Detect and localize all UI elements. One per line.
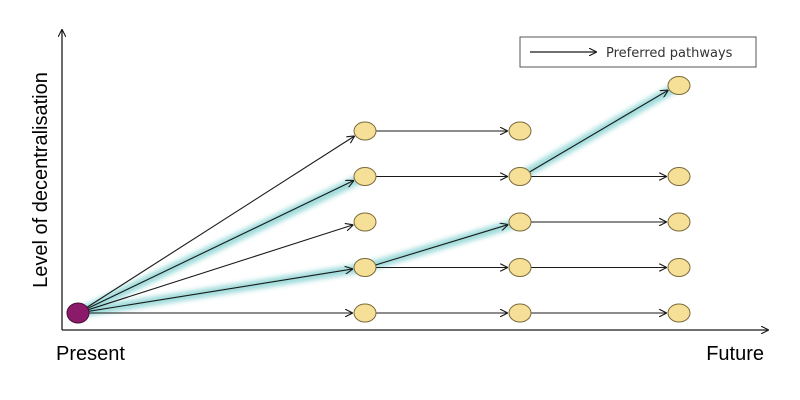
- edge-present-to-s1-l1: [88, 269, 352, 312]
- present-node: [66, 302, 90, 324]
- legend-label: Preferred pathways: [606, 46, 733, 61]
- node-s3-l0: [667, 303, 691, 323]
- node-s2-l2: [508, 212, 532, 232]
- edge-present-to-s1-l2: [88, 225, 352, 311]
- y-axis-label: Level of decentralisation: [30, 72, 52, 288]
- node-s1-l0: [353, 303, 377, 323]
- node-s1-l3: [353, 167, 377, 186]
- node-s3-l1: [667, 258, 691, 277]
- preferred-glow-layer: [73, 81, 684, 318]
- node-s1-l2: [353, 212, 377, 232]
- node-s2-l3: [508, 167, 532, 186]
- node-s3-l3: [667, 167, 691, 186]
- node-s3-l5: [667, 76, 691, 95]
- node-s2-l4: [508, 121, 532, 141]
- node-s2-l0: [508, 303, 532, 323]
- x-axis-end-label: Future: [706, 343, 764, 365]
- x-axis-start-label: Present: [56, 343, 125, 365]
- node-s1-l4: [353, 121, 377, 141]
- node-s3-l2: [667, 212, 691, 232]
- edge-present-to-s1-l4: [86, 136, 354, 308]
- edges-layer: [86, 90, 668, 313]
- edge-s1-l1-to-s2-l2: [375, 225, 508, 266]
- node-s2-l1: [508, 258, 532, 277]
- edge-present-to-s1-l3: [87, 181, 353, 309]
- legend: Preferred pathways: [519, 36, 757, 68]
- node-s1-l1: [353, 258, 377, 277]
- nodes-layer: [66, 76, 691, 324]
- edge-s2-l3-to-s3-l5: [529, 90, 668, 173]
